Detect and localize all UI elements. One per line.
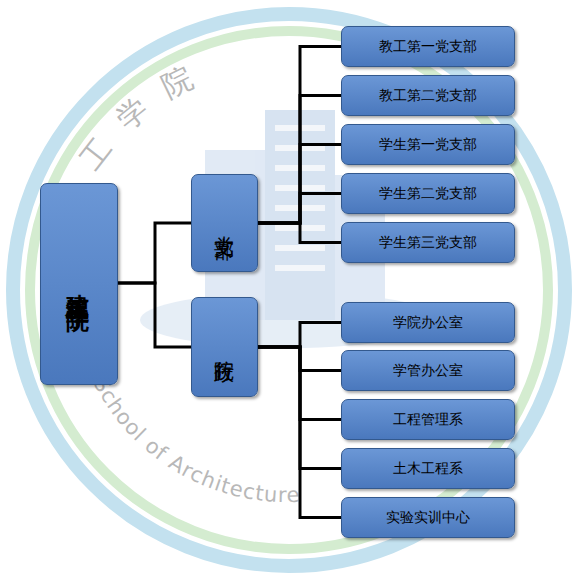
unit-box: 土木工程系 (341, 448, 515, 489)
unit-box: 实验实训中心 (341, 497, 515, 538)
tree-connector (118, 283, 191, 347)
outer-ring (13, 14, 565, 566)
node-text: 学管办公室 (393, 362, 463, 380)
tree-connector (118, 223, 191, 283)
tree-connector (258, 47, 341, 224)
node-text: 工程管理系 (393, 411, 463, 429)
watermark-text: 工学院 (73, 51, 218, 177)
branch-box: 院行政 (191, 297, 258, 397)
node-text: 土木工程系 (393, 460, 463, 478)
node-text: 实验实训中心 (386, 509, 470, 527)
unit-box: 教工第二党支部 (341, 75, 515, 116)
node-text: 学院办公室 (393, 314, 463, 332)
unit-box: 教工第一党支部 (341, 26, 515, 67)
unit-box: 学生第二党支部 (341, 173, 515, 214)
node-text: 学生第三党支部 (379, 234, 477, 252)
tree-connector (258, 347, 341, 518)
unit-box: 学生第一党支部 (341, 124, 515, 165)
tree-connector (258, 223, 341, 243)
tree-connector (258, 96, 341, 224)
inner-ring (30, 31, 548, 549)
unit-box: 学院办公室 (341, 302, 515, 343)
node-text: 教工第一党支部 (379, 38, 477, 56)
tree-connector (258, 145, 341, 224)
node-text: 党支部 (211, 220, 238, 226)
node-text: 建筑工程学院 (64, 275, 95, 293)
unit-box: 学管办公室 (341, 350, 515, 391)
node-text: 教工第二党支部 (379, 87, 477, 105)
tree-connector (258, 323, 341, 348)
unit-box: 工程管理系 (341, 399, 515, 440)
node-text: 院行政 (211, 344, 238, 350)
branch-box: 党支部 (191, 174, 258, 272)
unit-box: 学生第三党支部 (341, 222, 515, 263)
tree-connector (258, 194, 341, 224)
node-text: 学生第一党支部 (379, 136, 477, 154)
node-text: 学生第二党支部 (379, 185, 477, 203)
root-box: 建筑工程学院 (40, 183, 118, 385)
